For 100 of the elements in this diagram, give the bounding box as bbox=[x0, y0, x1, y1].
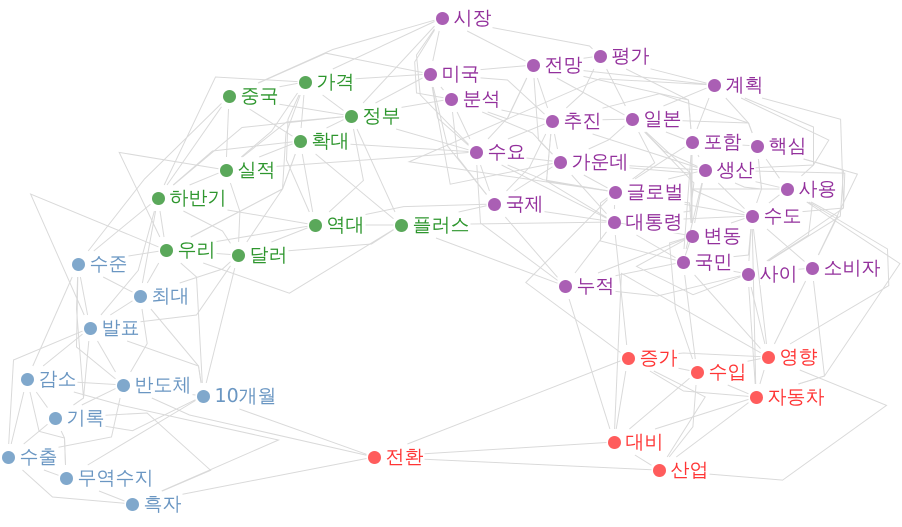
connector-line bbox=[574, 231, 607, 274]
connector-line bbox=[626, 68, 692, 130]
connector-line bbox=[105, 412, 212, 492]
word-label: 분석 bbox=[462, 88, 500, 110]
connector-line bbox=[654, 398, 749, 430]
connector-line bbox=[774, 280, 806, 344]
connector-line bbox=[286, 94, 310, 212]
connector-line bbox=[30, 193, 159, 316]
connector-line bbox=[279, 82, 298, 88]
connector-line bbox=[583, 174, 608, 188]
word-label: 생산 bbox=[716, 159, 754, 181]
connector-line bbox=[665, 132, 685, 140]
connector-line bbox=[614, 204, 616, 210]
connector-line bbox=[492, 27, 593, 50]
connector-line bbox=[246, 154, 296, 242]
connector-line bbox=[650, 68, 707, 84]
connector-line bbox=[230, 182, 240, 242]
connector-line bbox=[93, 204, 151, 252]
connector-line bbox=[480, 65, 526, 70]
connector-line bbox=[424, 442, 607, 454]
connector-line bbox=[482, 112, 553, 155]
connector-line bbox=[602, 118, 625, 120]
word-label: 자동차 bbox=[768, 386, 824, 408]
connector-line bbox=[238, 408, 367, 455]
connector-line bbox=[718, 182, 745, 210]
connector-line bbox=[414, 30, 444, 98]
connector-line bbox=[258, 20, 435, 84]
word-label: 추진 bbox=[564, 110, 602, 132]
word-label: 우리 bbox=[178, 239, 216, 261]
connector-line bbox=[514, 166, 553, 192]
connector-line bbox=[678, 352, 761, 358]
connector-line bbox=[694, 182, 703, 224]
connector-line bbox=[226, 108, 229, 158]
word-label: 평가 bbox=[612, 45, 650, 67]
connector-line bbox=[546, 134, 607, 218]
connector-line bbox=[756, 158, 762, 204]
connector-line bbox=[10, 392, 24, 444]
word-label: 전환 bbox=[386, 446, 424, 468]
connector-line bbox=[189, 172, 219, 186]
connector-line bbox=[332, 21, 435, 70]
connector-line bbox=[432, 86, 469, 146]
connector-line bbox=[556, 78, 625, 116]
connector-line bbox=[182, 458, 367, 495]
connector-line bbox=[97, 340, 116, 372]
connector-line bbox=[166, 106, 222, 186]
connector-line bbox=[432, 30, 440, 62]
connector-line bbox=[568, 298, 610, 430]
word-label: 발표 bbox=[102, 317, 140, 339]
connector-line bbox=[81, 388, 116, 406]
connector-line bbox=[634, 454, 652, 466]
connector-line bbox=[279, 104, 344, 116]
connector-line bbox=[686, 182, 702, 250]
word-label: 포함 bbox=[704, 131, 742, 153]
connector-line bbox=[356, 128, 396, 212]
connector-line bbox=[615, 263, 676, 276]
connector-line bbox=[488, 78, 528, 140]
connector-line bbox=[160, 210, 164, 238]
connector-line bbox=[142, 210, 156, 284]
word-label: 증가 bbox=[640, 347, 678, 369]
connector-line bbox=[534, 78, 553, 155]
connector-line bbox=[768, 158, 844, 262]
connector-line bbox=[350, 144, 469, 152]
connector-line bbox=[662, 88, 707, 106]
connector-line bbox=[628, 378, 690, 430]
connector-line bbox=[649, 370, 749, 397]
connector-line bbox=[600, 197, 676, 261]
word-label: 수준 bbox=[90, 253, 128, 275]
connector-line bbox=[126, 340, 202, 384]
connector-line bbox=[632, 132, 656, 180]
connector-line bbox=[480, 164, 490, 192]
connector-line bbox=[270, 227, 308, 242]
connector-line bbox=[206, 268, 236, 384]
connector-line bbox=[668, 171, 698, 180]
connector-line bbox=[644, 132, 698, 167]
connector-line bbox=[105, 399, 196, 432]
connector-line bbox=[249, 108, 293, 137]
connector-line bbox=[684, 242, 690, 256]
connector-line bbox=[810, 202, 838, 256]
connector-line bbox=[768, 194, 780, 204]
connector-line bbox=[750, 286, 766, 344]
word-label: 변동 bbox=[704, 225, 742, 247]
connector-line bbox=[300, 94, 304, 128]
connector-line bbox=[164, 76, 298, 186]
connector-line bbox=[526, 158, 553, 162]
connector-line bbox=[744, 98, 814, 176]
word-label: 일본 bbox=[644, 108, 682, 130]
connector-line bbox=[76, 276, 116, 380]
word-label: 계획 bbox=[726, 74, 764, 96]
connector-line bbox=[684, 204, 745, 216]
connector-line bbox=[683, 216, 745, 220]
connector-line bbox=[23, 424, 48, 444]
connector-line bbox=[709, 370, 888, 481]
connector-line bbox=[636, 234, 676, 258]
connector-line bbox=[487, 78, 528, 120]
connector-line bbox=[22, 470, 125, 504]
connector-line bbox=[60, 430, 66, 466]
word-label: 실적 bbox=[238, 159, 276, 181]
word-label: 달러 bbox=[250, 244, 288, 266]
connector-line bbox=[179, 261, 231, 284]
connector-line bbox=[302, 154, 314, 212]
